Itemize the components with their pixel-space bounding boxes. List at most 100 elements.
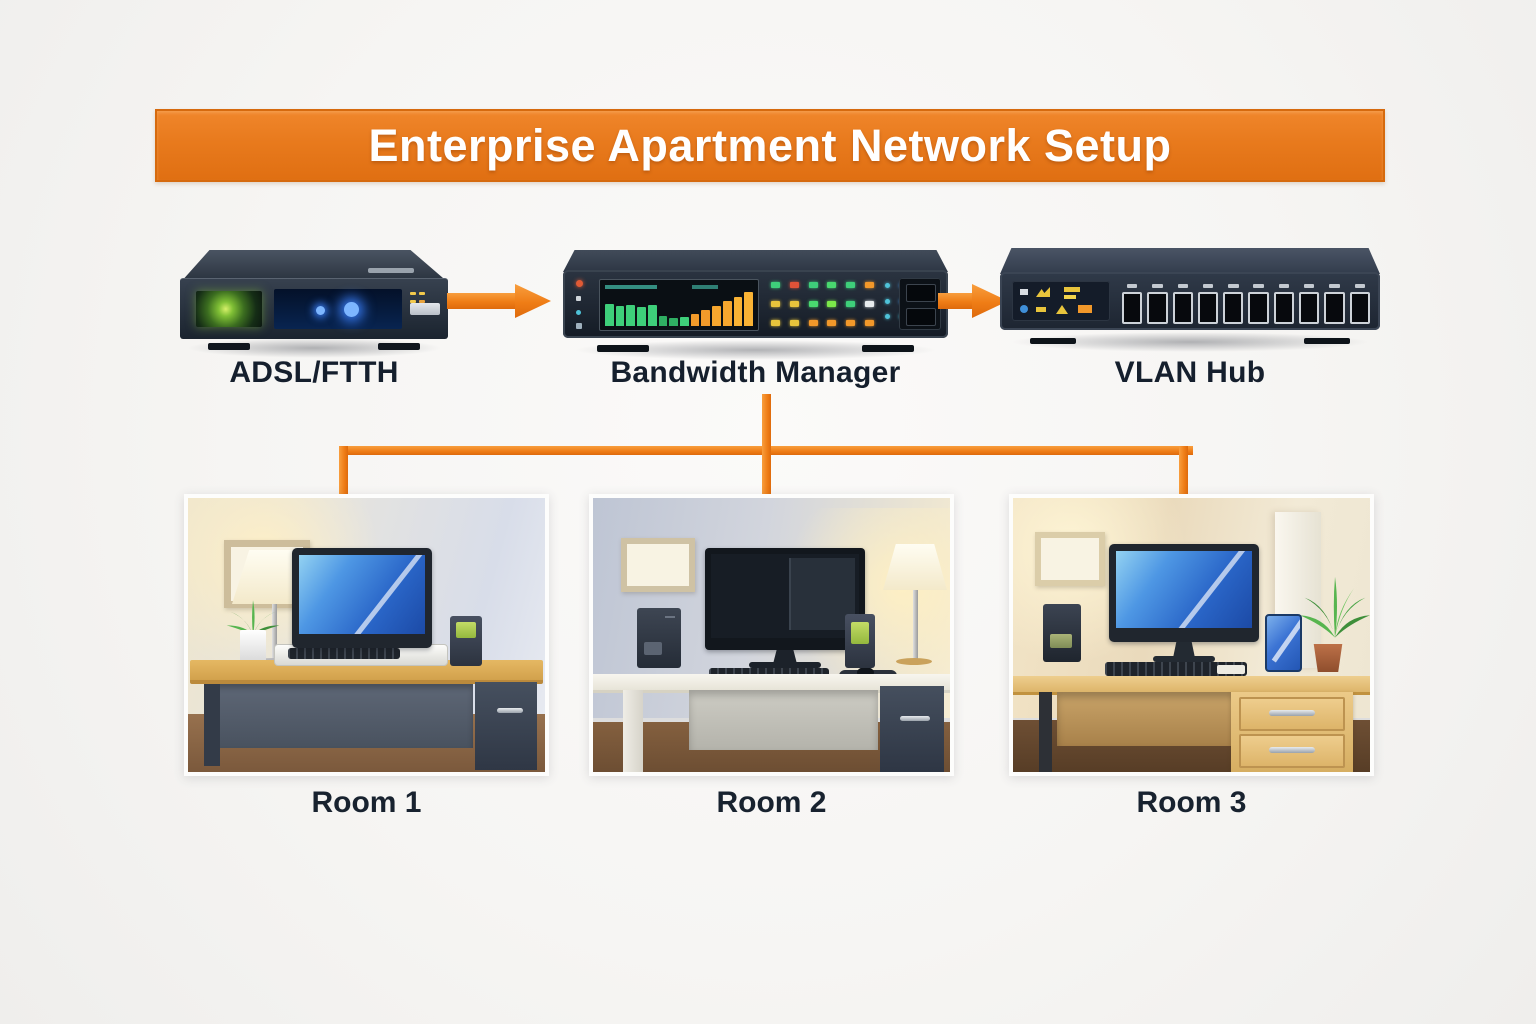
modem-indicator	[419, 292, 425, 295]
bm-screen-bar	[744, 292, 754, 326]
bm-port	[906, 308, 936, 326]
hub-ethernet-port	[1122, 284, 1143, 324]
bm-screen-bar	[605, 304, 614, 326]
hub-ethernet-port	[1324, 284, 1345, 324]
bm-screen-bars	[605, 290, 754, 326]
bm-port-led	[885, 283, 890, 288]
hub-ethernet-port	[1223, 284, 1244, 324]
bm-port-led	[885, 298, 890, 304]
room2-mouse	[857, 667, 874, 678]
bm-led	[827, 282, 837, 288]
title-banner: Enterprise Apartment Network Setup	[155, 109, 1385, 182]
arrow-bandwidth-manager-to-vlan-hub	[938, 293, 978, 309]
device-label-adsl-ftth: ADSL/FTTH	[229, 356, 399, 389]
hub-foot	[1304, 338, 1350, 344]
arrow-adsl-to-bandwidth-manager-head	[515, 284, 551, 318]
room1-device-screen	[456, 622, 476, 638]
room3-keyboard	[1105, 662, 1247, 676]
bm-led	[808, 320, 818, 326]
room3-drawer-handle	[1269, 710, 1315, 716]
modem-front-face	[180, 278, 448, 339]
bm-screen-bar	[690, 314, 700, 326]
bm-display	[599, 279, 759, 331]
room2-pc-tower	[637, 608, 681, 668]
drop-line-room-3	[1179, 446, 1188, 514]
hub-ethernet-port	[1172, 284, 1193, 324]
hub-indicator	[1064, 287, 1080, 292]
hub-indicator	[1064, 295, 1076, 299]
room1-desk-cabinet	[475, 682, 537, 770]
room3-phone	[1265, 614, 1302, 672]
room3-drawer-unit	[1231, 692, 1353, 772]
trunk-line-from-bandwidth-manager	[762, 394, 771, 450]
hub-ethernet-port	[1273, 284, 1295, 324]
hub-ethernet-port	[1349, 284, 1370, 324]
bm-led	[827, 301, 837, 307]
bm-indicator	[576, 296, 581, 301]
bm-led	[846, 282, 856, 288]
room3-drawer	[1239, 734, 1345, 768]
bm-led-grid	[771, 282, 875, 326]
bm-led	[808, 282, 818, 288]
room3-monitor-stand-base	[1153, 656, 1215, 662]
room3-drawer-handle	[1269, 747, 1315, 753]
hub-shadow	[1010, 332, 1370, 352]
hub-foot	[1030, 338, 1076, 344]
drop-line-room-1	[339, 446, 348, 514]
room1-keyboard	[288, 648, 400, 659]
bm-screen-bar	[615, 306, 625, 326]
hub-ethernet-port	[1248, 284, 1269, 324]
hub-ethernet-ports	[1122, 280, 1370, 324]
room3-plant-pot	[1313, 644, 1343, 672]
room2-desk-cabinet	[880, 686, 944, 772]
room1-desktop-device	[450, 616, 482, 666]
device-label-bandwidth-manager: Bandwidth Manager	[610, 356, 901, 389]
room1-monitor-screen	[299, 555, 425, 634]
room2-pc-tower-vent	[665, 616, 675, 618]
bm-screen-bar	[722, 301, 732, 326]
bm-led	[789, 282, 799, 288]
modem-slot	[368, 268, 414, 273]
hub-status-panel	[1012, 281, 1110, 321]
bm-foot	[597, 345, 649, 352]
hub-indicator	[1056, 305, 1068, 314]
bm-front-face	[563, 270, 948, 338]
bm-screen-bar	[637, 307, 646, 326]
room-2-label: Room 2	[716, 786, 827, 819]
room3-speaker-tower	[1043, 604, 1081, 662]
bm-power-led	[576, 280, 583, 287]
room3-picture-frame	[1035, 532, 1105, 586]
room3-plant	[1299, 576, 1370, 638]
room1-cabinet-handle	[497, 708, 523, 713]
device-label-vlan-hub: VLAN Hub	[1114, 356, 1266, 389]
bm-led	[789, 301, 799, 307]
room2-monitor-stand-base	[749, 662, 821, 668]
room2-desktop-device	[845, 614, 875, 668]
bm-led	[827, 320, 837, 326]
room1-plant	[226, 600, 280, 636]
bm-display-textline	[692, 285, 718, 289]
room2-monitor-side-panel	[789, 558, 855, 630]
device-vlan-hub	[1000, 248, 1380, 352]
room1-lamp-stem	[272, 604, 277, 660]
room3-desk-underside	[1057, 692, 1237, 746]
room2-desk-underside	[689, 690, 878, 750]
room2-picture-frame	[621, 538, 695, 592]
bm-shadow	[573, 340, 938, 360]
bm-led	[771, 282, 780, 288]
hub-indicator	[1036, 287, 1050, 297]
room2-cabinet-handle	[900, 716, 930, 721]
modem-status-led-green	[196, 291, 262, 327]
bm-display-textline	[605, 285, 657, 289]
room2-lamp-base	[896, 658, 932, 665]
bm-led	[771, 320, 780, 326]
arrow-adsl-to-bandwidth-manager	[447, 293, 519, 309]
room1-desk-leg	[204, 684, 220, 766]
hub-front-face	[1000, 272, 1380, 330]
room3-monitor-stand	[1173, 642, 1195, 658]
bm-led	[865, 320, 875, 326]
bm-port-module	[899, 278, 941, 330]
hub-indicator	[1020, 289, 1028, 295]
room3-tower-display	[1050, 634, 1072, 648]
